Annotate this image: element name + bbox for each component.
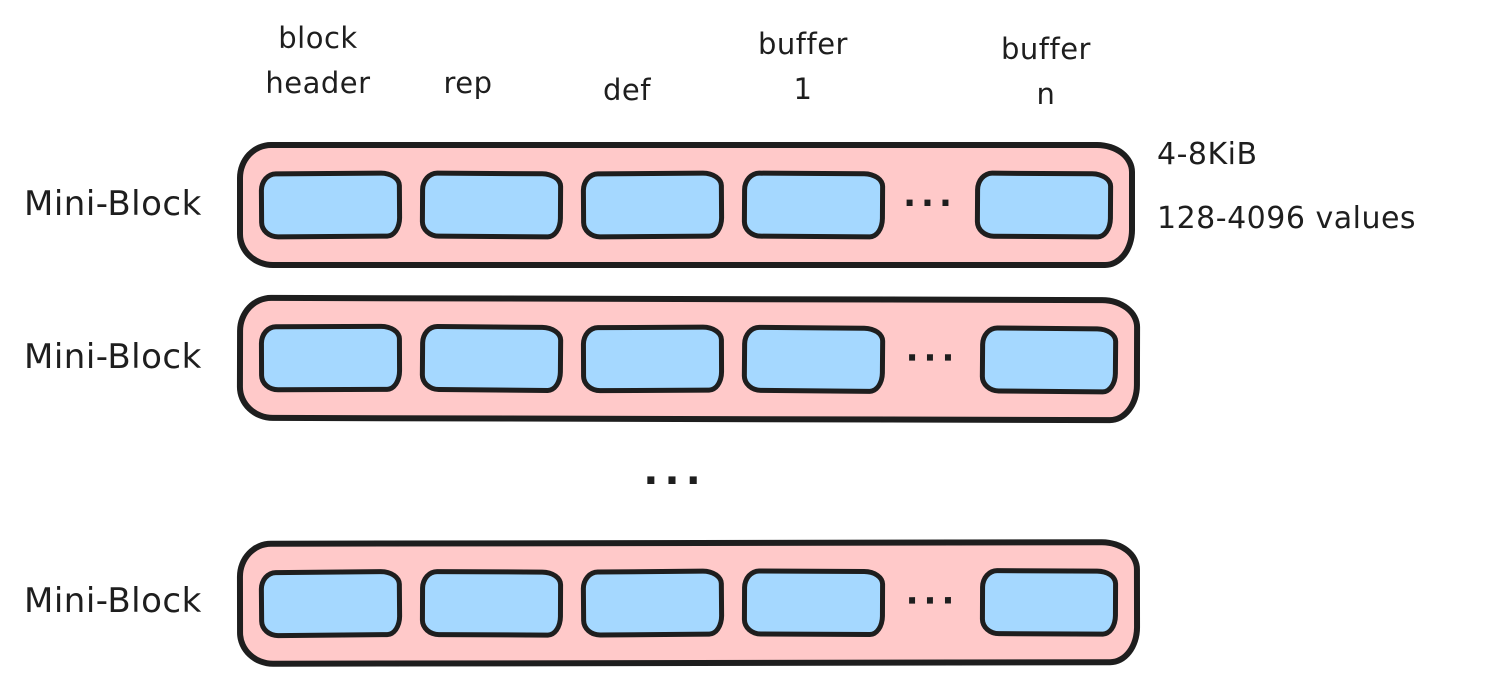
block-header-box bbox=[258, 170, 403, 240]
def-box bbox=[580, 324, 725, 394]
ellipsis: ... bbox=[905, 329, 960, 370]
mini-block-label: Mini-Block bbox=[24, 581, 202, 621]
mini-block-container: ... bbox=[236, 294, 1141, 424]
buffer-n-box bbox=[979, 325, 1119, 395]
column-label-buffer-n: buffer n bbox=[976, 27, 1116, 117]
column-label-buffer-1: buffer 1 bbox=[733, 22, 873, 112]
def-box bbox=[580, 170, 725, 240]
column-label-line: buffer bbox=[1001, 32, 1091, 66]
rep-box bbox=[419, 569, 564, 638]
buffer-1-box bbox=[741, 568, 886, 638]
column-label-line: buffer bbox=[758, 27, 848, 61]
def-box bbox=[580, 568, 725, 638]
annotation-size: 4-8KiB bbox=[1157, 137, 1258, 172]
column-label-line: header bbox=[265, 66, 371, 100]
column-label-line: block bbox=[278, 21, 358, 55]
mini-block-label: Mini-Block bbox=[24, 184, 202, 224]
rep-box bbox=[419, 170, 564, 240]
block-header-box bbox=[258, 569, 403, 639]
column-label-line: n bbox=[1036, 77, 1056, 111]
buffer-n-box bbox=[979, 568, 1119, 637]
column-label-line: rep bbox=[443, 66, 493, 100]
column-label-line: def bbox=[603, 73, 651, 107]
buffer-1-box bbox=[741, 324, 886, 394]
column-label-def: def bbox=[567, 68, 687, 113]
block-header-box bbox=[258, 323, 403, 393]
buffer-1-box bbox=[741, 170, 886, 240]
rep-box bbox=[419, 323, 564, 394]
ellipsis: ... bbox=[905, 572, 960, 613]
mini-block-container: ... bbox=[237, 142, 1135, 268]
mini-block-label: Mini-Block bbox=[24, 337, 202, 377]
ellipsis-between-rows: ... bbox=[643, 448, 707, 494]
column-label-line: 1 bbox=[793, 72, 813, 106]
annotation-values: 128-4096 values bbox=[1157, 201, 1417, 236]
column-label-block-header: block header bbox=[208, 16, 428, 106]
mini-block-container: ... bbox=[236, 539, 1141, 667]
buffer-n-box bbox=[974, 170, 1114, 240]
ellipsis: ... bbox=[903, 175, 957, 215]
column-label-rep: rep bbox=[408, 61, 528, 106]
